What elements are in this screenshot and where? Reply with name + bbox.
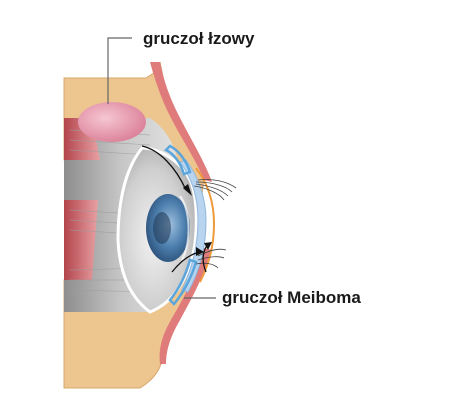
upper-flow-arrow xyxy=(141,145,187,191)
upper-arrowhead xyxy=(183,184,192,196)
lower-arrowhead-1 xyxy=(196,247,204,256)
lower-eyelashes xyxy=(195,248,227,269)
lower-arrowhead-2 xyxy=(204,242,212,250)
conjunctiva-line xyxy=(195,167,216,283)
pupil xyxy=(153,212,171,244)
meibomian-gland-label: gruczoł Meiboma xyxy=(222,288,361,307)
lacrimal-gland xyxy=(78,102,146,142)
tear-film xyxy=(179,159,207,293)
lower-skin-band xyxy=(159,248,212,364)
cornea-highlight xyxy=(179,195,190,261)
upper-skin-band xyxy=(150,62,212,182)
lower-meibomian-gland xyxy=(168,258,198,306)
lacrimal-gland-label: gruczoł łzowy xyxy=(143,29,255,48)
lacrimal-leader-line xyxy=(107,37,132,104)
upper-meibomian-gland xyxy=(163,144,192,176)
upper-eyelashes xyxy=(193,179,237,201)
